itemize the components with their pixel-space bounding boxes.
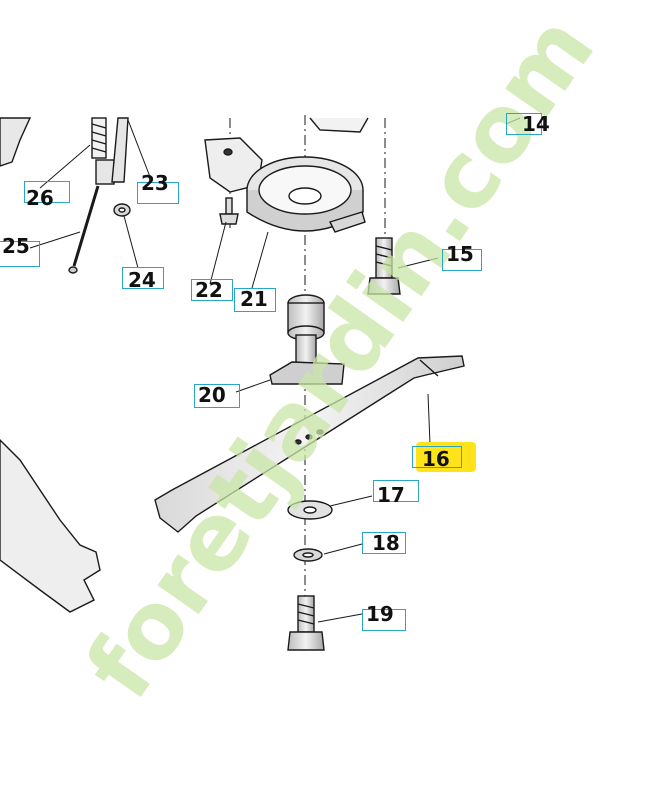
part-14-drawing [309, 117, 369, 133]
callout-26-number: 26 [26, 186, 54, 210]
callout-21-number: 21 [240, 287, 268, 311]
part-26-drawing [91, 117, 115, 185]
part-22-drawing [219, 197, 239, 225]
callout-25-number: 25 [2, 234, 30, 258]
callout-21: 21 [234, 287, 276, 312]
callout-16: 16 [412, 442, 476, 472]
callout-24-number: 24 [128, 268, 156, 292]
part-18-drawing [293, 548, 323, 562]
part-20-drawing [269, 294, 345, 385]
part-24-drawing [113, 203, 131, 217]
callout-25: 25 [0, 234, 40, 267]
callout-19: 19 [362, 602, 406, 631]
deck-fragment-top [0, 117, 32, 167]
part-15-drawing [367, 237, 401, 295]
deck-fragment-bottom [0, 439, 101, 613]
part-16-drawing [154, 355, 465, 533]
callout-22-number: 22 [195, 278, 223, 302]
callout-17: 17 [373, 480, 419, 507]
callout-24: 24 [122, 267, 164, 292]
callout-20-number: 20 [198, 383, 226, 407]
callout-26: 26 [24, 181, 70, 210]
callout-23-number: 23 [141, 171, 169, 195]
callout-15-number: 15 [446, 242, 474, 266]
callout-15: 15 [442, 242, 482, 271]
part-23-drawing [111, 117, 129, 183]
callout-20: 20 [194, 383, 240, 408]
callout-18-number: 18 [372, 531, 400, 555]
callout-23: 23 [137, 171, 179, 204]
leader-lines [29, 117, 521, 623]
callout-17-number: 17 [377, 483, 405, 507]
callout-14: 14 [506, 112, 550, 136]
part-25-drawing [68, 185, 100, 274]
callout-19-number: 19 [366, 602, 394, 626]
part-17-drawing [287, 500, 333, 520]
callout-22: 22 [191, 278, 233, 302]
part-19-drawing [287, 595, 325, 651]
callout-14-number: 14 [522, 112, 550, 136]
part-21-drawing [204, 137, 366, 233]
callout-18: 18 [362, 531, 406, 555]
callout-16-number: 16 [422, 447, 450, 471]
